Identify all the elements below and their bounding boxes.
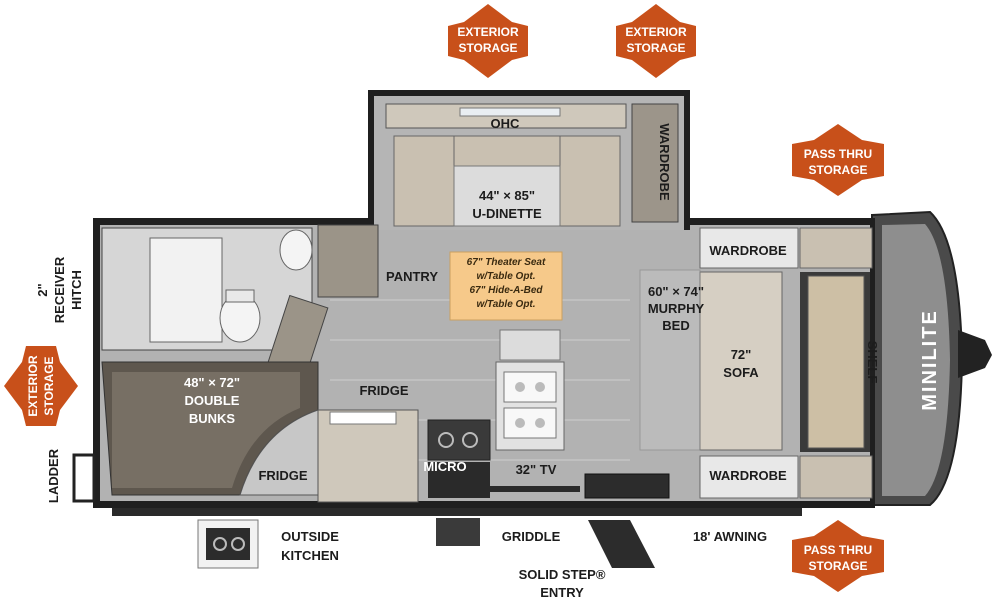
label-ladder: LADDER <box>46 448 61 503</box>
svg-text:EXTERIOR: EXTERIOR <box>457 25 519 39</box>
theater-seat-option-box <box>449 251 563 321</box>
label-sofa-name: SOFA <box>723 365 759 380</box>
label-murphy-bed-name: MURPHY <box>648 301 705 316</box>
label-receiver: RECEIVER <box>52 256 67 323</box>
label-kitchen-exterior: KITCHEN <box>281 548 339 563</box>
label-fridge-bunk: FRIDGE <box>258 468 307 483</box>
brand-logo: MINILITE <box>919 309 941 411</box>
label-dinette-name: U-DINETTE <box>472 206 542 221</box>
svg-text:EXTERIOR: EXTERIOR <box>26 355 40 417</box>
label-wardrobe-front-top: WARDROBE <box>709 243 787 258</box>
label-micro: MICRO <box>423 459 466 474</box>
label-hitch: HITCH <box>69 270 84 310</box>
svg-text:PASS THRU: PASS THRU <box>804 543 872 557</box>
label-tv: 32" TV <box>516 462 557 477</box>
badge-pass-thru-storage-top: PASS THRU STORAGE <box>792 124 884 196</box>
svg-text:STORAGE: STORAGE <box>626 41 685 55</box>
theater-option-line-4: w/Table Opt. <box>476 299 535 310</box>
label-bunks-type: DOUBLE <box>185 393 240 408</box>
svg-text:STORAGE: STORAGE <box>808 559 867 573</box>
label-sofa-size: 72" <box>731 347 752 362</box>
badge-exterior-storage-top-left: EXTERIOR STORAGE <box>448 4 528 78</box>
label-wardrobe-slide: WARDROBE <box>657 123 672 201</box>
kitchen <box>317 329 670 503</box>
label-fridge-main: FRIDGE <box>359 383 408 398</box>
theater-option-line-1: 67" Theater Seat <box>467 257 546 268</box>
badge-pass-thru-storage-bottom: PASS THRU STORAGE <box>792 520 884 592</box>
badge-exterior-storage-left: EXTERIOR STORAGE <box>4 346 78 426</box>
pantry-cabinet <box>317 224 379 298</box>
svg-text:PASS THRU: PASS THRU <box>804 147 872 161</box>
label-shelf: SHELF <box>865 341 880 384</box>
theater-option-line-3: 67" Hide-A-Bed <box>469 285 543 296</box>
theater-option-line-2: w/Table Opt. <box>476 271 535 282</box>
label-murphy-bed-size: 60" × 74" <box>648 284 704 299</box>
exterior-items <box>72 453 655 569</box>
front-area <box>639 227 873 499</box>
label-ohc: OHC <box>491 116 521 131</box>
svg-text:STORAGE: STORAGE <box>458 41 517 55</box>
label-entry: ENTRY <box>540 585 584 600</box>
label-murphy-bed-word: BED <box>662 318 689 333</box>
bunk-area <box>101 361 319 496</box>
label-wardrobe-front-bottom: WARDROBE <box>709 468 787 483</box>
label-hitch-size: 2" <box>35 283 50 296</box>
svg-text:EXTERIOR: EXTERIOR <box>625 25 687 39</box>
svg-text:STORAGE: STORAGE <box>808 163 867 177</box>
bathroom <box>101 227 313 351</box>
label-solid-step: SOLID STEP® <box>519 567 606 582</box>
label-dinette-size: 44" × 85" <box>479 188 535 203</box>
label-outside: OUTSIDE <box>281 529 339 544</box>
label-pantry: PANTRY <box>386 269 438 284</box>
svg-text:STORAGE: STORAGE <box>42 356 56 415</box>
dinette-slide <box>385 103 679 227</box>
label-griddle: GRIDDLE <box>502 529 561 544</box>
label-awning: 18' AWNING <box>693 529 767 544</box>
label-bunks-name: BUNKS <box>189 411 236 426</box>
badge-exterior-storage-top-right: EXTERIOR STORAGE <box>616 4 696 78</box>
label-bunks-size: 48" × 72" <box>184 375 240 390</box>
